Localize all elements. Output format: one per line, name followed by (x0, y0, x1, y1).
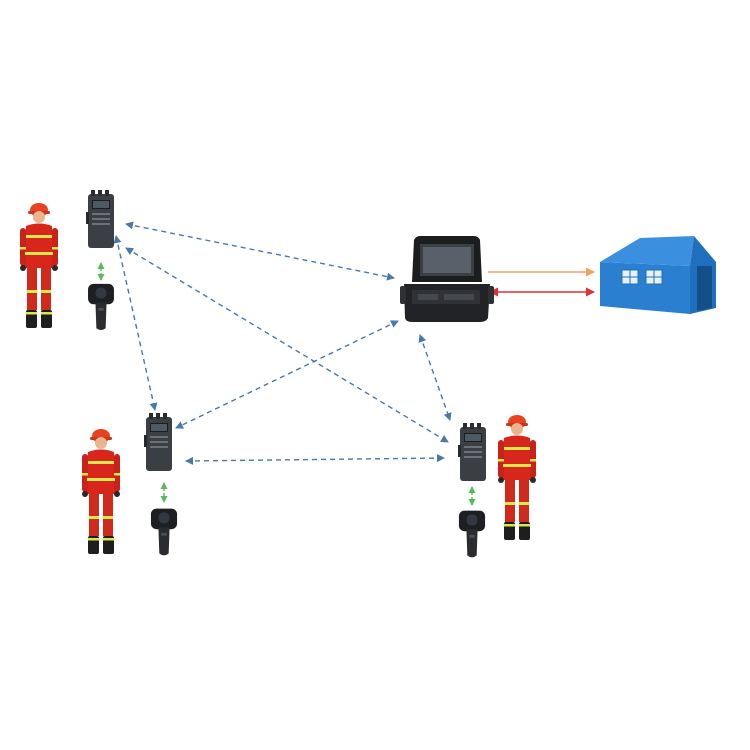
link-radio1-base (125, 221, 395, 281)
links (97, 221, 595, 506)
link-radio2-radio3 (185, 454, 445, 465)
link-radio1-radio3 (125, 247, 449, 443)
link-base-radio3 (418, 334, 452, 421)
command-tent-icon (600, 236, 716, 314)
radio-1-icon (86, 190, 114, 248)
base-station-icon (400, 236, 494, 322)
camera-3-icon (458, 510, 486, 558)
firefighter-1-figure (20, 203, 58, 328)
camera-1-icon (88, 283, 114, 331)
link-base-radio2 (175, 320, 399, 429)
firefighter-3-figure (498, 415, 536, 540)
camera-2-icon (150, 508, 178, 556)
link-radio1-radio2 (113, 235, 158, 411)
radio-3-icon (458, 423, 486, 481)
firefighter-2-figure (82, 429, 120, 554)
radio-2-icon (144, 413, 172, 471)
